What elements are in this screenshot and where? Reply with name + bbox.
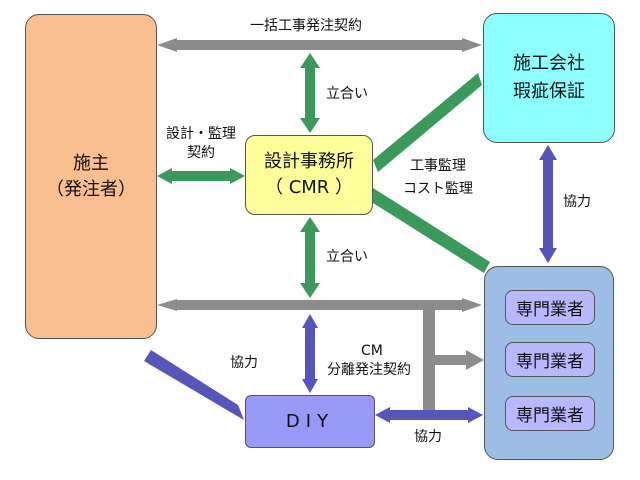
arrow-diy-trades <box>375 407 483 423</box>
arrow-owner-trades <box>157 298 482 312</box>
label-cooperation-bottom: 協力 <box>414 429 442 445</box>
arrow-line-diy <box>302 314 318 393</box>
label-separate-contract: 分離発注契約 <box>327 362 411 378</box>
arrow-attendance-bottom <box>300 217 320 298</box>
label-lump-sum-contract: 一括工事発注契約 <box>250 18 362 34</box>
owner-subtitle: （発注者） <box>46 178 136 200</box>
arrow-owner-diy <box>144 350 244 420</box>
label-construction-supervision: 工事監理 <box>410 158 466 174</box>
arrow-owner-cmr <box>157 168 245 184</box>
contractor-subtitle: 瑕疵保証 <box>513 81 585 102</box>
cmr-title: 設計事務所 <box>264 151 354 172</box>
owner-box: 施主 （発注者） <box>25 14 157 339</box>
owner-title: 施主 <box>73 152 109 174</box>
cmr-box: 設計事務所 （ CMR ） <box>245 135 373 215</box>
arrow-attendance-top <box>300 53 320 133</box>
arrow-cmr-trades <box>373 188 490 273</box>
arrow-owner-contractor <box>157 38 482 52</box>
arrow-cmr-contractor <box>373 73 482 172</box>
label-design-supervision: 設計・監理 契約 <box>166 125 236 163</box>
separate-contract-trunk <box>423 310 435 415</box>
arrow-contractor-trades <box>539 145 557 263</box>
contractor-box: 施工会社 瑕疵保証 <box>483 13 615 143</box>
label-attendance-top: 立合い <box>326 86 368 102</box>
arrow-branch-trade2 <box>435 350 484 370</box>
cmr-subtitle: （ CMR ） <box>264 177 354 198</box>
label-cooperation-left: 協力 <box>230 355 258 371</box>
trade-box-1: 専門業者 <box>505 290 595 325</box>
label-attendance-bottom: 立合い <box>326 249 368 265</box>
diy-box: DIY <box>245 395 375 448</box>
label-cm: CM <box>361 343 383 359</box>
label-design-supervision-line1: 設計・監理 <box>166 126 236 142</box>
label-design-supervision-line2: 契約 <box>187 145 215 161</box>
contractor-title: 施工会社 <box>513 53 585 74</box>
trade-box-3: 専門業者 <box>505 396 595 431</box>
label-cost-supervision: コスト監理 <box>403 181 473 197</box>
label-cooperation-right: 協力 <box>563 194 591 210</box>
trade-box-2: 専門業者 <box>505 342 595 377</box>
